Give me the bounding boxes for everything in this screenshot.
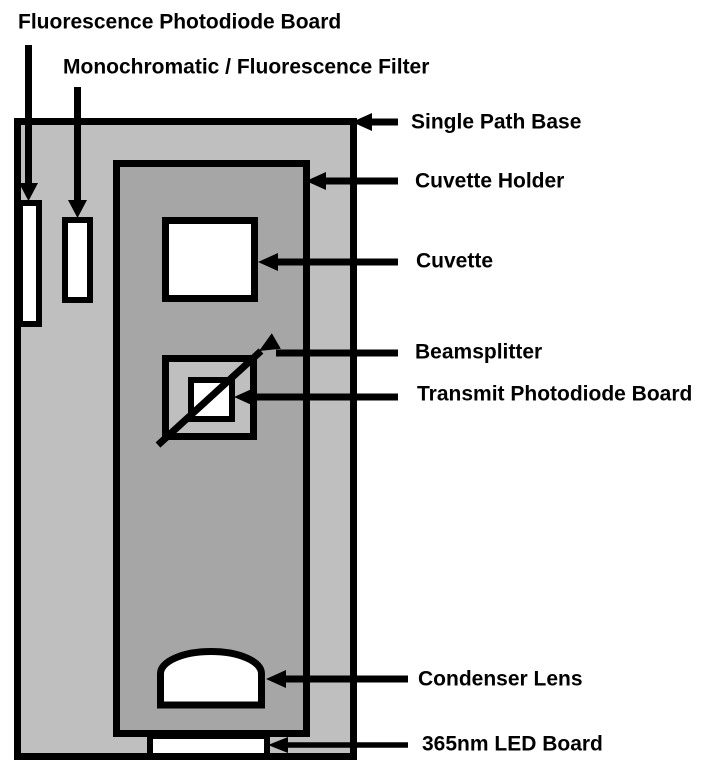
cuvette-shape xyxy=(162,217,258,302)
cuvette-arrow xyxy=(258,253,398,271)
arrowhead-left-icon xyxy=(266,670,286,688)
label-condenser-lens: Condenser Lens xyxy=(418,667,583,691)
label-cuvette: Cuvette xyxy=(416,249,494,273)
arrowhead-left-icon xyxy=(234,388,254,406)
label-monochromatic-fluorescence-filter: Monochromatic / Fluorescence Filter xyxy=(63,55,430,79)
label-transmit-photodiode-board: Transmit Photodiode Board xyxy=(417,382,693,406)
led-board-arrow xyxy=(268,737,408,753)
arrowhead-down-icon xyxy=(19,183,38,201)
cuvette-holder-arrow xyxy=(306,172,398,190)
label-single-path-base: Single Path Base xyxy=(411,110,582,134)
fluorescence-photodiode-board-arrow xyxy=(19,45,38,201)
beamsplitter-arrow xyxy=(259,333,398,357)
monochromatic-fluorescence-filter-shape xyxy=(62,217,93,303)
transmit-photodiode-board-arrow xyxy=(234,388,398,406)
label-cuvette-holder: Cuvette Holder xyxy=(415,169,565,193)
arrowhead-left-icon xyxy=(268,737,288,753)
single-path-base-arrow xyxy=(352,113,398,131)
label-fluorescence-photodiode-board: Fluorescence Photodiode Board xyxy=(18,10,342,34)
condenser-lens-shape xyxy=(157,648,265,709)
condenser-lens-arrow xyxy=(266,670,408,688)
arrowhead-down-icon xyxy=(68,200,87,218)
arrowhead-diagonal-icon xyxy=(259,333,281,351)
arrowhead-left-icon xyxy=(306,172,326,190)
label-beamsplitter: Beamsplitter xyxy=(415,340,543,364)
arrowhead-left-icon xyxy=(352,113,372,131)
fluorescence-photodiode-board-shape xyxy=(17,200,42,327)
beamsplitter-diagonal-line xyxy=(155,348,264,448)
arrowhead-left-icon xyxy=(258,253,278,271)
label-led-board: 365nm LED Board xyxy=(422,732,603,756)
monochromatic-fluorescence-filter-arrow xyxy=(68,87,87,218)
led-board-shape xyxy=(147,733,270,759)
